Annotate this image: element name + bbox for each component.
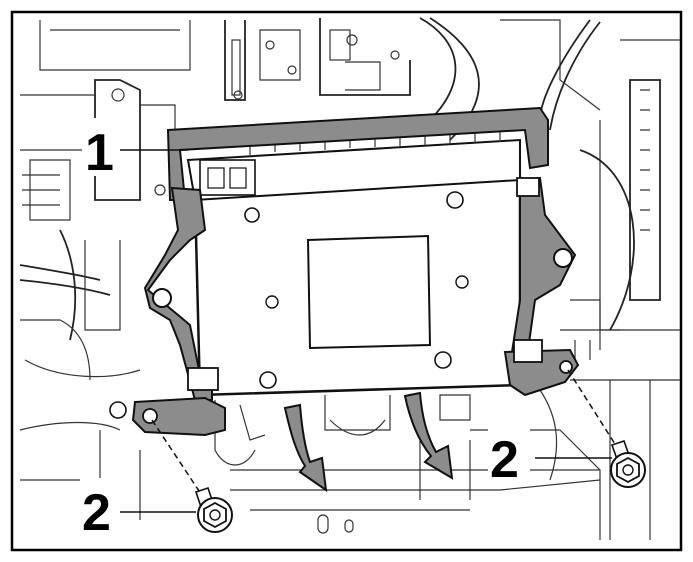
bolt-path-left (151, 419, 206, 501)
vehicle-structure (19, 17, 680, 540)
callout-halo (82, 118, 120, 176)
callout-halo (80, 478, 120, 536)
callout-1: 1 (85, 124, 114, 182)
bolt-icon (194, 486, 233, 533)
arrow-down-icon (283, 403, 328, 493)
bolt-path-right (567, 369, 623, 456)
bolt-icon (610, 439, 646, 488)
ecu-unit (186, 132, 522, 466)
callout-halo (488, 425, 530, 483)
arrow-down-icon (403, 391, 454, 480)
callout-2-left: 2 (82, 484, 111, 542)
callout-2-right: 2 (490, 431, 519, 489)
ecu-bracket (109, 106, 580, 437)
